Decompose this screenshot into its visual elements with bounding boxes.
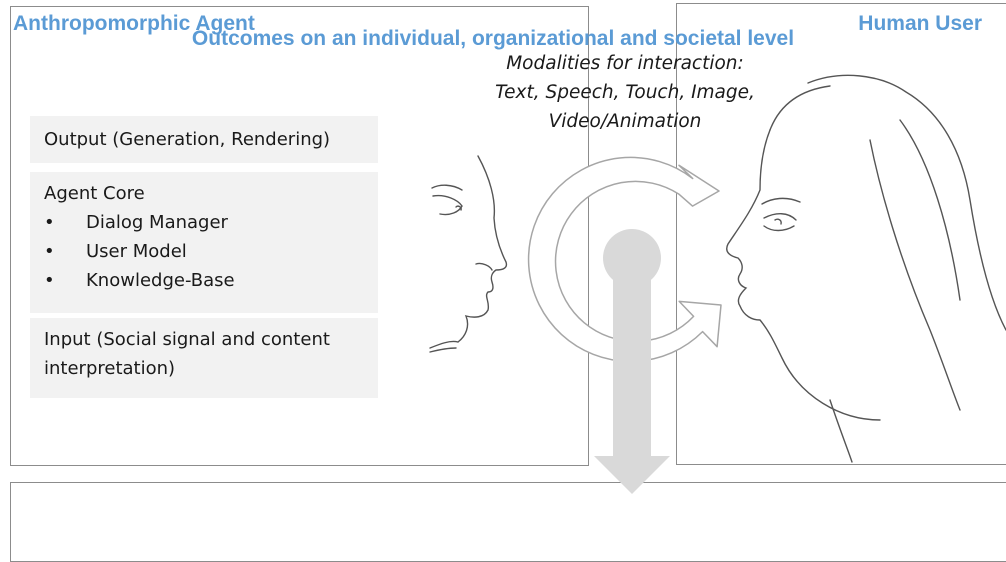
modalities-line: Video/Animation: [548, 111, 702, 132]
input-box: Input (Social signal and content interpr…: [30, 318, 378, 398]
bullet: •: [44, 241, 55, 262]
agent-face-icon: [429, 155, 508, 353]
bullet: •: [44, 270, 55, 291]
output-box-label: Output (Generation, Rendering): [44, 129, 331, 150]
outcomes-panel-title: Outcomes on an individual, organizationa…: [191, 27, 795, 50]
human-user-panel-title: Human User: [858, 12, 982, 35]
cycle-arrow-icon: [527, 156, 722, 363]
agent-core-item: • Knowledge-Base: [44, 266, 364, 295]
diagram-graphics: [429, 74, 1006, 494]
agent-core-title: Agent Core: [44, 183, 145, 204]
agent-core-item: • Dialog Manager: [44, 208, 364, 237]
agent-core-item-label: Knowledge-Base: [86, 270, 235, 291]
agent-core-box: Agent Core • Dialog Manager • User Model…: [30, 172, 378, 313]
output-box: Output (Generation, Rendering): [30, 116, 378, 163]
input-box-line: interpretation): [44, 358, 176, 379]
agent-core-item-label: User Model: [86, 241, 187, 262]
modalities-line: Text, Speech, Touch, Image,: [495, 82, 755, 103]
modalities-text: Modalities for interaction: Text, Speech…: [470, 49, 780, 136]
bullet: •: [44, 212, 55, 233]
agent-core-item-label: Dialog Manager: [86, 212, 228, 233]
modalities-line: Modalities for interaction:: [506, 53, 744, 74]
human-user-face-icon: [726, 74, 1006, 463]
down-arrow-icon: [594, 229, 670, 494]
agent-core-item: • User Model: [44, 237, 364, 266]
agent-panel-title: Anthropomorphic Agent: [13, 12, 255, 35]
input-box-line: Input (Social signal and content: [44, 329, 330, 350]
